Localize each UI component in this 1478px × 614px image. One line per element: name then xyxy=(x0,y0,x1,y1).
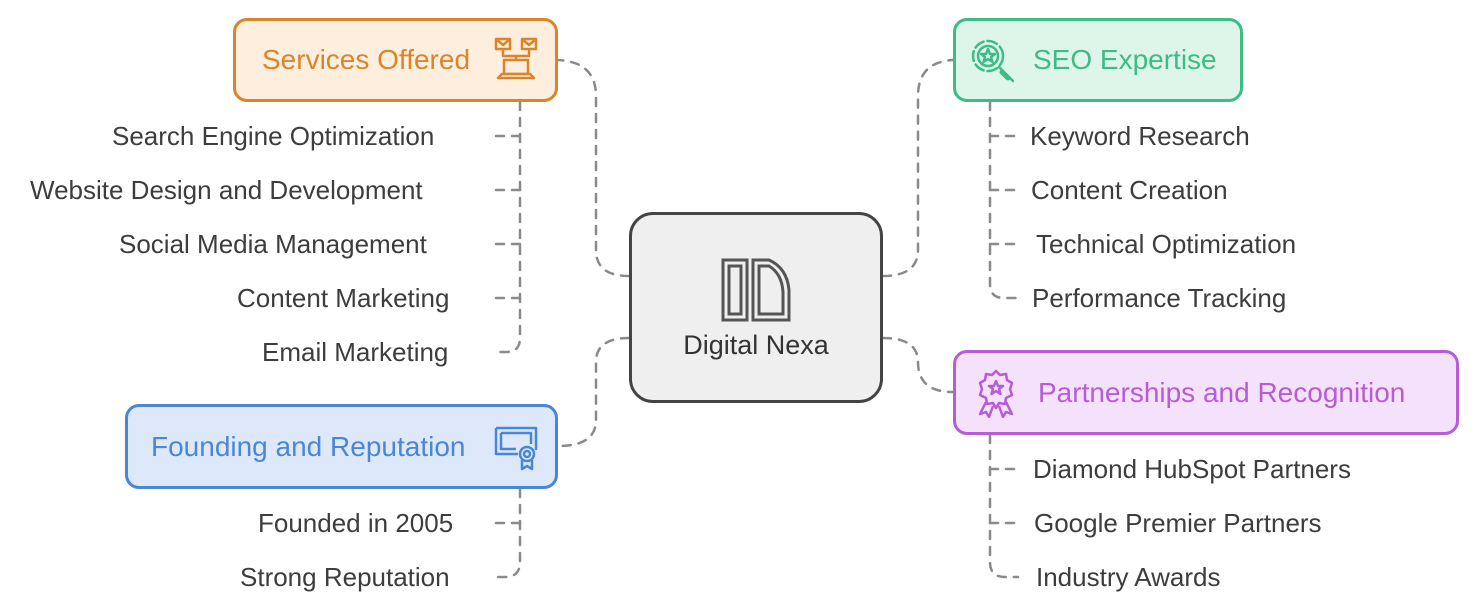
connector-services-spine xyxy=(494,100,522,354)
seo-item: Content Creation xyxy=(1031,175,1228,205)
services-item: Content Marketing xyxy=(237,283,450,313)
branch-services-offered[interactable]: Services Offered xyxy=(233,18,558,102)
branch-founding-reputation[interactable]: Founding and Reputation xyxy=(125,404,558,489)
connector-partnerships xyxy=(881,336,955,394)
branch-partnerships-label: Partnerships and Recognition xyxy=(1038,376,1406,408)
services-item: Website Design and Development xyxy=(30,175,423,205)
branch-partnerships-recognition[interactable]: Partnerships and Recognition xyxy=(953,350,1459,435)
seo-item: Performance Tracking xyxy=(1032,283,1287,313)
certificate-icon xyxy=(494,426,538,471)
founding-item: Founded in 2005 xyxy=(258,508,454,538)
seo-item: Keyword Research xyxy=(1030,121,1250,151)
central-topic-node[interactable]: Digital Nexa xyxy=(629,212,883,403)
seo-item: Technical Optimization xyxy=(1036,229,1297,259)
partnerships-item: Diamond HubSpot Partners xyxy=(1033,454,1351,484)
connector-services xyxy=(556,58,631,278)
founding-item: Strong Reputation xyxy=(240,562,450,592)
branch-founding-label: Founding and Reputation xyxy=(151,430,466,462)
connector-founding-spine xyxy=(494,487,522,579)
branch-services-label: Services Offered xyxy=(262,44,471,75)
connector-seo xyxy=(881,58,955,278)
services-item: Email Marketing xyxy=(262,337,449,367)
services-item: Search Engine Optimization xyxy=(112,121,435,151)
partnerships-item: Industry Awards xyxy=(1036,562,1221,592)
connector-seo-spine xyxy=(988,100,1020,300)
services-item: Social Media Management xyxy=(119,229,427,259)
connector-founding xyxy=(556,336,631,448)
award-badge-icon xyxy=(978,369,1014,418)
branch-seo-label: SEO Expertise xyxy=(1033,44,1217,75)
partnerships-item: Google Premier Partners xyxy=(1034,508,1322,538)
magnifier-star-icon xyxy=(971,39,1015,83)
connector-partnerships-spine xyxy=(988,433,1020,579)
digital-nexa-logo-icon xyxy=(721,258,791,322)
laptop-network-icon xyxy=(494,37,538,80)
central-topic-label: Digital Nexa xyxy=(683,330,829,360)
